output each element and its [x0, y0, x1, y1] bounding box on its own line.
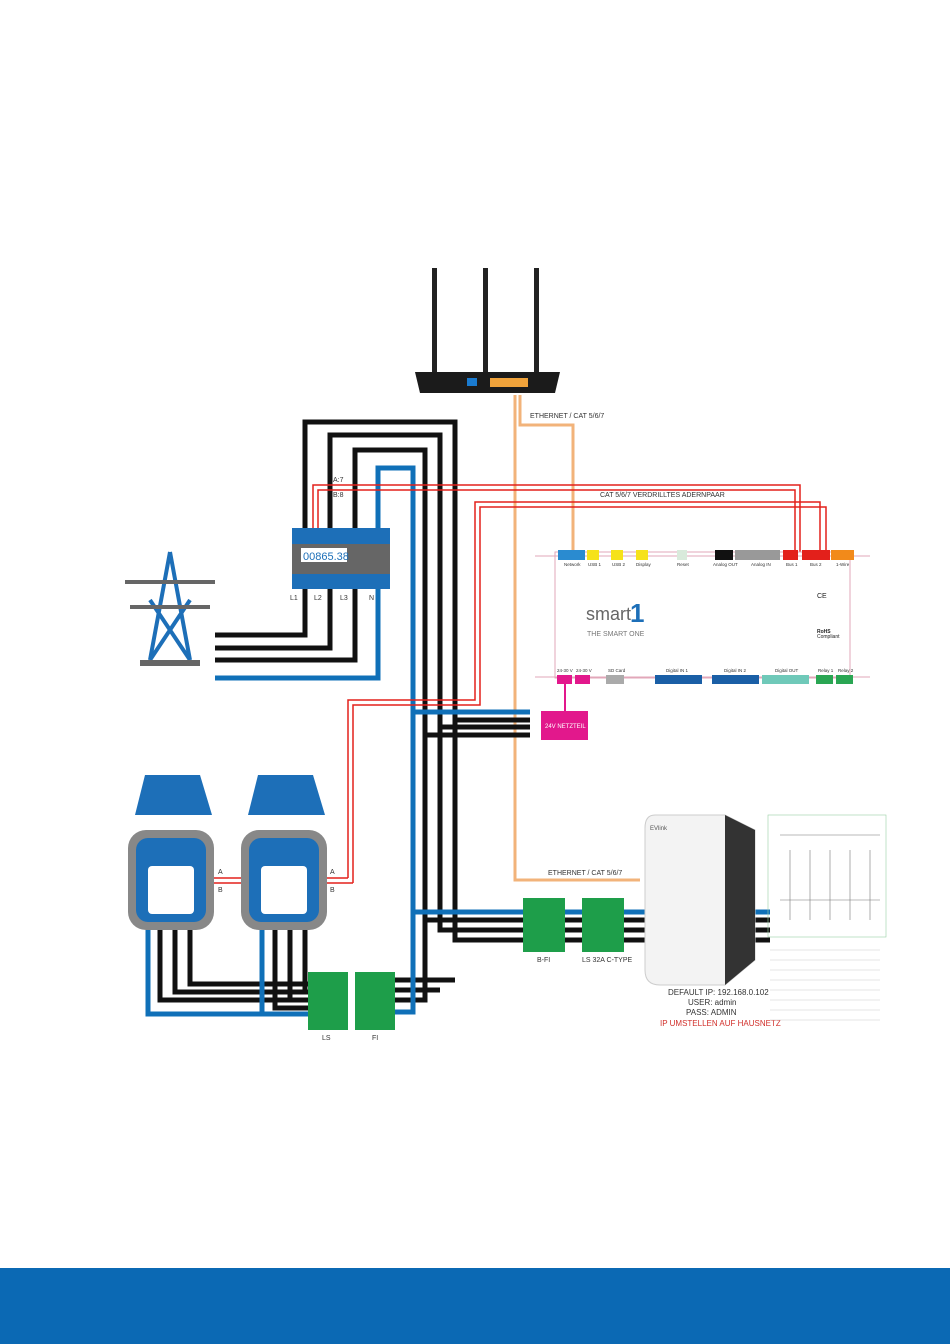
fi-breaker	[355, 972, 395, 1030]
ls-label: LS	[322, 1035, 331, 1042]
ls32-breaker	[582, 898, 624, 952]
port-reset: Reset	[677, 562, 690, 567]
b8-label: B:8	[333, 492, 344, 499]
ethernet-top-label: ETHERNET / CAT 5/6/7	[530, 413, 604, 420]
bus-cables	[212, 484, 827, 884]
wallbox-pass: PASS: ADMIN	[686, 1008, 737, 1017]
wallbox-default-ip: DEFAULT IP: 192.168.0.102	[668, 988, 769, 997]
energy-meter: 00865.38 L1 L2 L3 N	[290, 528, 390, 602]
port-digital-in-2: Digital IN 2	[724, 668, 747, 673]
inverter-b-label: B	[218, 887, 223, 894]
smart1-logo: smart	[586, 604, 631, 624]
ce-mark: CE	[817, 593, 827, 600]
bfi-label: B-FI	[537, 957, 550, 964]
port-analog-out: Analog OUT	[713, 562, 738, 567]
port-power-1: 24-30 V	[557, 668, 573, 673]
meter-terminal-l2: L2	[314, 595, 322, 602]
neutral-cables	[145, 465, 770, 1017]
port-digital-in-1: Digital IN 1	[666, 668, 689, 673]
bfi-breaker	[523, 898, 565, 952]
router	[415, 268, 560, 393]
port-sd-card: SD Card	[608, 668, 626, 673]
inverter-a-label: A	[218, 869, 223, 876]
meter-terminal-l1: L1	[290, 595, 298, 602]
fi-label: FI	[372, 1035, 378, 1042]
psu-label: 24V NETZTEIL	[545, 724, 586, 730]
port-network: Network	[564, 562, 581, 567]
port-1wire: 1-Wire	[836, 562, 850, 567]
solar-inverter-1	[128, 775, 214, 930]
solar-inverter-2	[241, 775, 327, 930]
rohs-mark: RoHS	[817, 629, 831, 635]
ls-breaker	[308, 972, 348, 1030]
smart1-controller: Network USB 1 USB 2 Display Reset Analog…	[535, 550, 870, 684]
wallbox-user: USER: admin	[688, 998, 736, 1007]
smart1-logo-number: 1	[630, 598, 644, 628]
psu-24v	[541, 711, 588, 740]
port-power-2: 24-30 V	[576, 668, 592, 673]
port-usb1: USB 1	[588, 562, 602, 567]
ls32-label: LS 32A C-TYPE	[582, 957, 633, 964]
port-usb2: USB 2	[612, 562, 626, 567]
rohs-compliant: Compliant	[817, 634, 840, 640]
inverter2-b-label: B	[330, 887, 335, 894]
ethernet-bottom-label: ETHERNET / CAT 5/6/7	[548, 870, 622, 877]
smart1-tagline: THE SMART ONE	[587, 631, 645, 638]
wallbox-brand: EVlink	[650, 826, 668, 832]
port-digital-out: Digital OUT	[775, 668, 799, 673]
meter-terminal-n: N	[369, 595, 374, 602]
inverter2-a-label: A	[330, 869, 335, 876]
meter-terminal-l3: L3	[340, 595, 348, 602]
ethernet-cables	[513, 395, 640, 882]
bus-pair-label: CAT 5/6/7 VERDRILLTES ADERNPAAR	[600, 492, 725, 499]
meter-display: 00865.38	[303, 551, 349, 563]
port-display: Display	[636, 562, 652, 567]
a7-label: A:7	[333, 477, 344, 484]
wallbox-schematic	[767, 814, 887, 1021]
power-pylon-icon	[125, 551, 215, 666]
port-analog-in: Analog IN	[751, 562, 771, 567]
wallbox-warning: IP UMSTELLEN AUF HAUSNETZ	[660, 1019, 781, 1028]
port-bus2: Bus 2	[810, 562, 822, 567]
wallbox: EVlink	[644, 814, 756, 986]
port-relay-2: Relay 2	[838, 668, 854, 673]
footer-bar	[0, 1268, 950, 1344]
port-bus1: Bus 1	[786, 562, 798, 567]
port-relay-1: Relay 1	[818, 668, 834, 673]
